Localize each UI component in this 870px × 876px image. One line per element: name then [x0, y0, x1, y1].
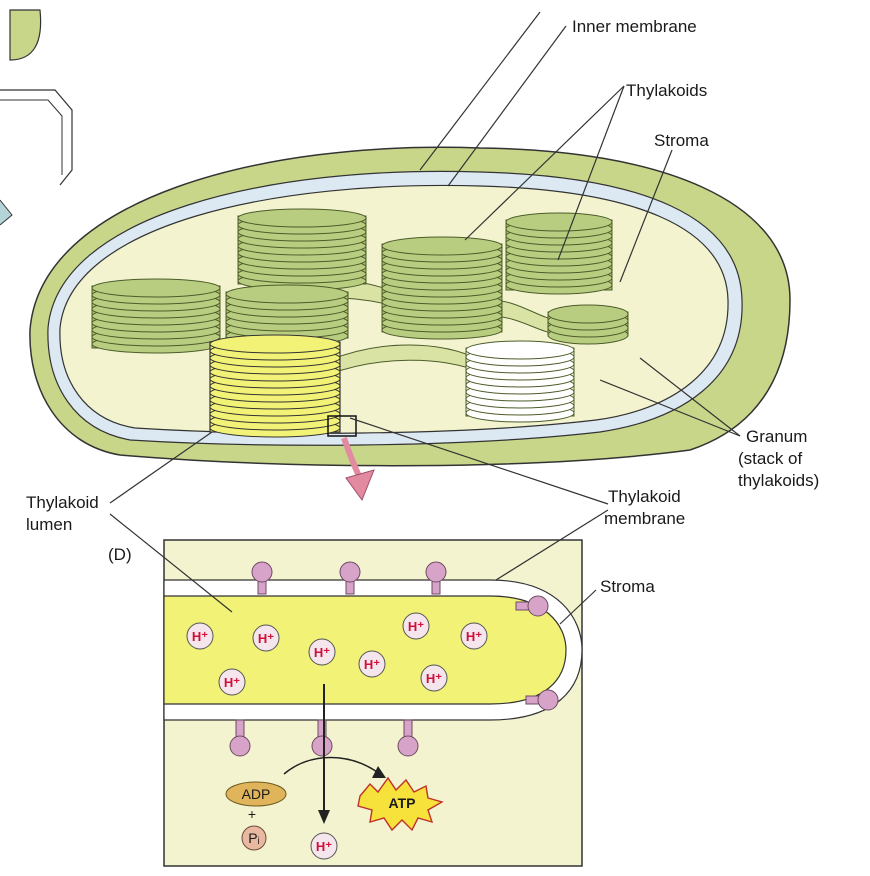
thylakoid-disc — [92, 279, 220, 297]
h-plus-ion: H⁺ — [461, 623, 487, 649]
label-thylakoid-lumen-line2: lumen — [26, 515, 72, 534]
label-inner-membrane: Inner membrane — [572, 17, 697, 36]
thylakoid-disc — [548, 305, 628, 323]
thylakoid-disc — [210, 335, 340, 353]
neighbor-cell-fragment — [0, 10, 72, 225]
label-stroma-top: Stroma — [654, 131, 709, 150]
label-thylakoid-membrane: Thylakoid — [608, 487, 681, 506]
svg-text:H⁺: H⁺ — [466, 629, 482, 644]
svg-text:H⁺: H⁺ — [408, 619, 424, 634]
thylakoid-disc — [382, 237, 502, 255]
granum-stack-top-center — [238, 209, 366, 290]
panel-d — [110, 510, 608, 866]
svg-text:H⁺: H⁺ — [426, 671, 442, 686]
h-plus-ion: H⁺ — [253, 625, 279, 651]
granum-stack-left — [92, 279, 220, 353]
granum-highlighted — [210, 335, 356, 437]
label-thylakoid-membrane-line2: membrane — [604, 509, 685, 528]
plus-sign: + — [248, 806, 256, 822]
h-plus-ion: H⁺ — [309, 639, 335, 665]
adp-molecule: ADP — [226, 782, 286, 806]
thylakoid-disc — [466, 341, 574, 359]
granum-stack-right-center — [382, 237, 502, 339]
h-plus-ion: H⁺ — [421, 665, 447, 691]
svg-text:H⁺: H⁺ — [258, 631, 274, 646]
thylakoid-disc — [238, 209, 366, 227]
svg-text:H⁺: H⁺ — [364, 657, 380, 672]
svg-text:H⁺: H⁺ — [316, 839, 332, 854]
label-granum-line3: thylakoids) — [738, 471, 819, 490]
h-plus-ion: H⁺ — [359, 651, 385, 677]
svg-text:H⁺: H⁺ — [314, 645, 330, 660]
label-granum-line2: (stack of — [738, 449, 803, 468]
svg-text:H⁺: H⁺ — [224, 675, 240, 690]
label-granum: Granum — [746, 427, 807, 446]
svg-text:Pᵢ: Pᵢ — [248, 830, 260, 846]
label-thylakoids: Thylakoids — [626, 81, 707, 100]
svg-text:ADP: ADP — [242, 786, 271, 802]
granum-stack-white — [466, 341, 574, 422]
granum-stack-far-right — [548, 305, 628, 344]
phosphate-molecule: Pᵢ — [242, 826, 266, 850]
svg-text:H⁺: H⁺ — [192, 629, 208, 644]
thylakoid-disc — [506, 213, 612, 231]
granum-stack-right — [506, 213, 612, 294]
thylakoid-disc — [226, 285, 348, 303]
panel-letter: (D) — [108, 545, 132, 564]
h-plus-released: H⁺ — [311, 833, 337, 859]
label-stroma-bottom: Stroma — [600, 577, 655, 596]
h-plus-ion: H⁺ — [219, 669, 245, 695]
h-plus-ion: H⁺ — [403, 613, 429, 639]
svg-text:ATP: ATP — [389, 795, 416, 811]
label-thylakoid-lumen: Thylakoid — [26, 493, 99, 512]
h-plus-ion: H⁺ — [187, 623, 213, 649]
